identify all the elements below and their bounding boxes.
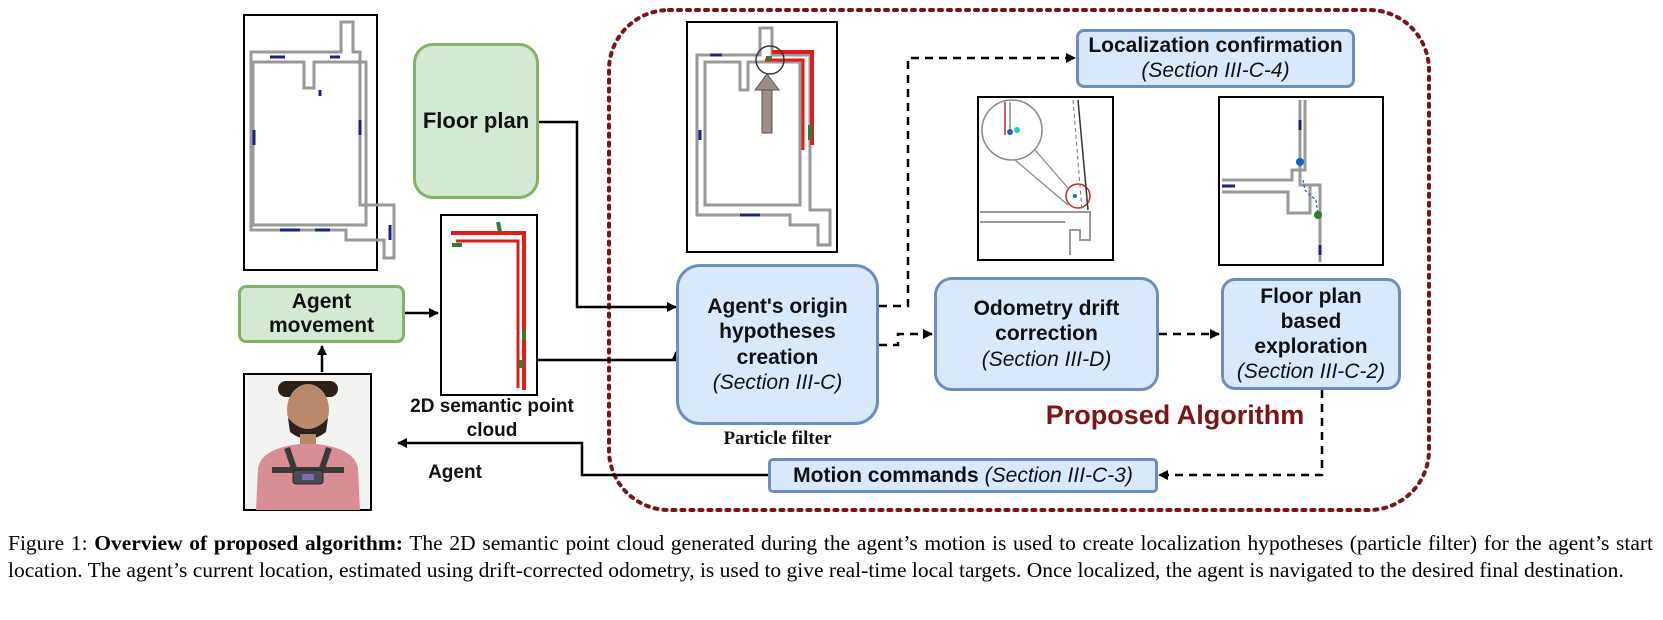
node-motion-commands-section: (Section III-C-3) bbox=[984, 463, 1133, 487]
proposed-algorithm-region bbox=[607, 8, 1431, 512]
exploration-map bbox=[1218, 96, 1384, 266]
figure-caption: Figure 1: Overview of proposed algorithm… bbox=[8, 530, 1653, 584]
diagram-canvas bbox=[243, 8, 1431, 512]
edge-hypotheses-to-localization bbox=[879, 53, 1076, 308]
node-exploration-section: (Section III-C-2) bbox=[1236, 360, 1386, 384]
floor-plan-map bbox=[243, 14, 396, 271]
node-floor-plan: Floor plan bbox=[413, 43, 539, 199]
node-motion-commands: Motion commands (Section III-C-3) bbox=[768, 458, 1158, 493]
node-floor-plan-label: Floor plan bbox=[422, 107, 530, 133]
edge-exploration-to-motion bbox=[1158, 390, 1324, 480]
node-origin-hypotheses-title: Agent's origin hypotheses creation bbox=[707, 295, 848, 369]
edge-motion-to-agent bbox=[397, 438, 768, 477]
caption-text: The 2D semantic point cloud generated du… bbox=[8, 531, 1654, 582]
label-point-cloud: 2D semantic point cloud bbox=[410, 396, 574, 441]
node-localization: Localization confirmation (Section III-C… bbox=[1076, 29, 1355, 88]
edge-floor-plan-to-hypotheses bbox=[539, 120, 677, 312]
point-cloud-map bbox=[440, 214, 538, 396]
label-agent: Agent bbox=[428, 462, 482, 483]
label-proposed-algorithm: Proposed Algorithm bbox=[1045, 400, 1305, 430]
node-origin-hypotheses-section: (Section III-C) bbox=[712, 370, 843, 394]
agent-photo bbox=[243, 373, 372, 511]
label-particle-filter: Particle filter bbox=[723, 428, 832, 449]
node-odometry-section: (Section III-D) bbox=[981, 347, 1112, 371]
node-exploration-title: Floor plan based exploration bbox=[1254, 284, 1368, 358]
caption-prefix: Figure 1: bbox=[8, 531, 88, 555]
node-odometry: Odometry drift correction (Section III-D… bbox=[934, 277, 1159, 391]
node-motion-commands-title: Motion commands bbox=[793, 463, 979, 487]
hypotheses-map bbox=[686, 21, 838, 253]
node-localization-section: (Section III-C-4) bbox=[1141, 58, 1290, 82]
node-exploration: Floor plan based exploration (Section II… bbox=[1221, 278, 1401, 390]
edge-hypotheses-to-odometry bbox=[879, 329, 933, 347]
node-origin-hypotheses: Agent's origin hypotheses creation (Sect… bbox=[676, 264, 879, 425]
node-agent-movement: Agent movement bbox=[238, 285, 405, 343]
node-agent-movement-label: Agent movement bbox=[268, 289, 375, 337]
node-odometry-title: Odometry drift correction bbox=[973, 297, 1120, 346]
node-localization-title: Localization confirmation bbox=[1088, 34, 1343, 58]
caption-title: Overview of proposed algorithm: bbox=[94, 531, 403, 555]
diagram: Floor plan Agent movement Agent's origin… bbox=[238, 8, 1431, 512]
odometry-map bbox=[977, 96, 1114, 261]
